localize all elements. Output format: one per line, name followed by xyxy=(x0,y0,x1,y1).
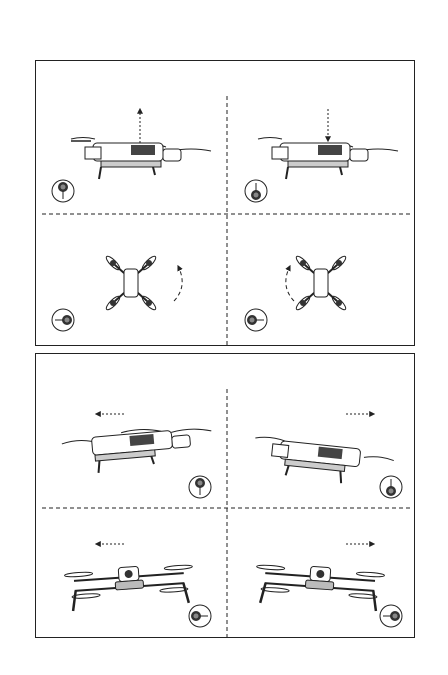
drone-side-icon xyxy=(258,138,398,180)
panel-bottom xyxy=(35,353,415,638)
drone-front-icon xyxy=(64,563,194,612)
stick-roll-left-icon xyxy=(189,605,211,627)
stick-throttle-up-icon xyxy=(52,180,74,202)
cell-backward xyxy=(252,414,402,498)
cell-descend xyxy=(245,109,398,202)
stick-yaw-right-icon xyxy=(52,309,74,331)
cell-roll-right xyxy=(254,544,402,627)
cell-rotate-left xyxy=(245,255,347,331)
drone-top-icon xyxy=(105,255,158,312)
drone-top-icon xyxy=(295,255,348,312)
drone-side-icon xyxy=(71,138,211,180)
cell-roll-left xyxy=(64,544,211,627)
panel-bottom-art xyxy=(36,354,416,639)
drone-front-icon xyxy=(254,563,384,612)
drone-tilted-icon xyxy=(252,436,395,488)
cell-ascend xyxy=(52,109,211,202)
cell-forward xyxy=(61,414,214,498)
drone-tilted-icon xyxy=(61,423,214,476)
rotate-clockwise-arrow xyxy=(174,266,182,301)
stick-pitch-up-icon xyxy=(189,476,211,498)
panel-top xyxy=(35,60,415,346)
panel-top-art xyxy=(36,61,416,347)
rotate-counterclockwise-arrow xyxy=(286,266,294,301)
stick-yaw-left-icon xyxy=(245,309,267,331)
stick-pitch-down-icon xyxy=(380,476,402,498)
cell-rotate-right xyxy=(52,255,182,331)
stick-throttle-down-icon xyxy=(245,180,267,202)
stick-roll-right-icon xyxy=(380,605,402,627)
